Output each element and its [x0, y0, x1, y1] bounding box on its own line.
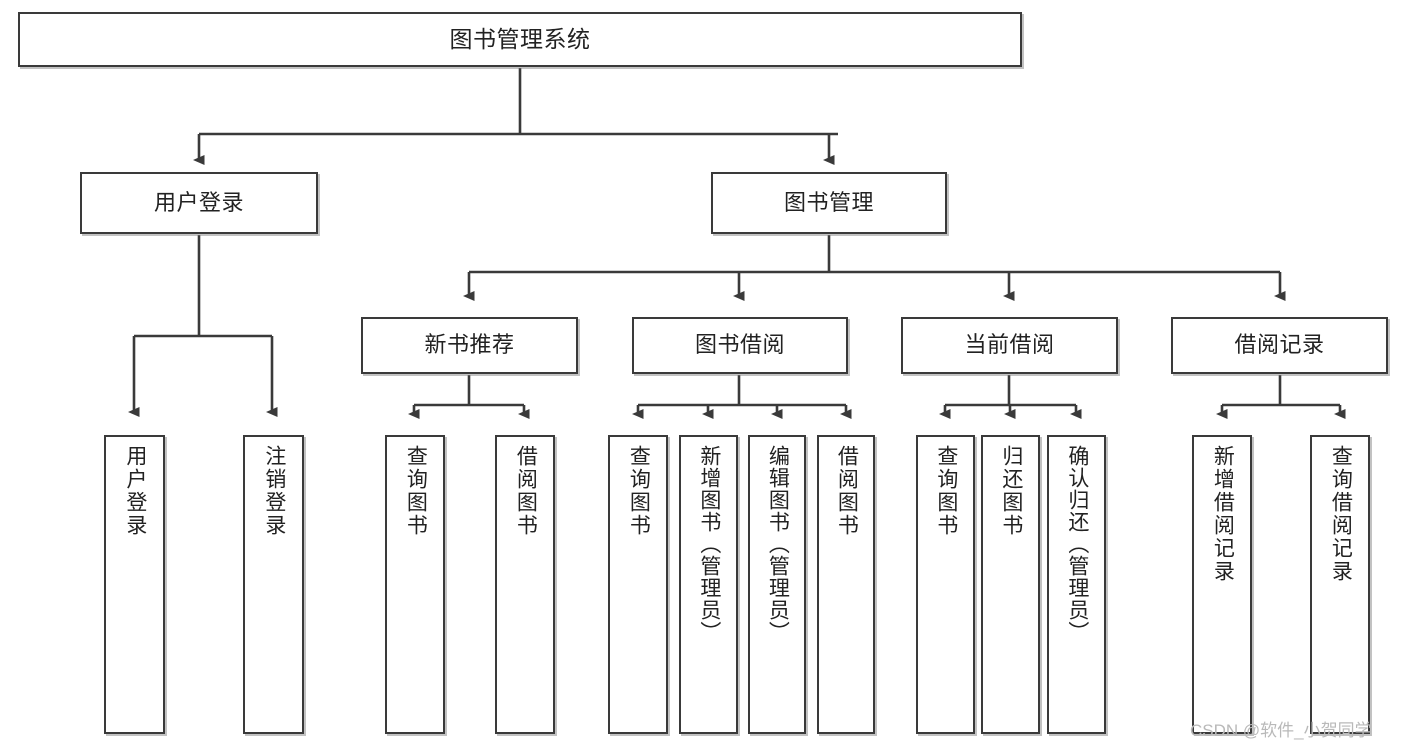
- node-user-login[interactable]: 用户登录: [80, 172, 318, 234]
- node-current-borrow[interactable]: 当前借阅: [901, 317, 1118, 374]
- node-label: 新增借阅记录: [1211, 445, 1235, 583]
- node-label: 查询图书: [627, 445, 651, 537]
- leaf-new-books-borrow[interactable]: 借阅图书: [495, 435, 555, 734]
- node-label: 用户登录: [123, 445, 147, 537]
- node-label: 图书借阅: [694, 332, 785, 358]
- node-label: 借阅图书: [835, 445, 859, 537]
- node-new-book-recommend[interactable]: 新书推荐: [361, 317, 578, 374]
- node-book-management[interactable]: 图书管理: [711, 172, 947, 234]
- leaf-book-borrow-query[interactable]: 查询图书: [608, 435, 668, 734]
- leaf-current-borrow-confirm-admin[interactable]: 确认归还（管理员）: [1047, 435, 1106, 734]
- node-label: 编辑图书（管理员）: [766, 445, 790, 643]
- node-label: 借阅图书: [514, 445, 538, 537]
- leaf-records-add[interactable]: 新增借阅记录: [1192, 435, 1252, 734]
- node-book-borrow[interactable]: 图书借阅: [632, 317, 848, 374]
- node-root-system[interactable]: 图书管理系统: [18, 12, 1022, 67]
- node-label: 图书管理系统: [449, 25, 591, 52]
- node-label: 查询图书: [934, 445, 958, 537]
- leaf-user-login-signin[interactable]: 用户登录: [104, 435, 165, 734]
- node-label: 当前借阅: [964, 332, 1055, 358]
- leaf-current-borrow-query[interactable]: 查询图书: [916, 435, 975, 734]
- csdn-watermark: CSDN @软件_小贺同学: [1190, 721, 1372, 740]
- node-label: 新书推荐: [424, 332, 515, 358]
- node-label: 注销登录: [262, 445, 286, 537]
- node-label: 确认归还（管理员）: [1065, 445, 1089, 643]
- node-label: 用户登录: [153, 189, 244, 215]
- node-label: 图书管理: [783, 189, 874, 215]
- leaf-user-login-signout[interactable]: 注销登录: [243, 435, 304, 734]
- leaf-current-borrow-return[interactable]: 归还图书: [981, 435, 1040, 734]
- node-label: 新增图书（管理员）: [697, 445, 721, 643]
- node-label: 借阅记录: [1234, 332, 1325, 358]
- node-label: 查询借阅记录: [1329, 445, 1353, 583]
- node-label: 归还图书: [999, 445, 1023, 537]
- leaf-book-borrow-add-admin[interactable]: 新增图书（管理员）: [679, 435, 738, 734]
- node-borrow-records[interactable]: 借阅记录: [1171, 317, 1388, 374]
- leaf-book-borrow-borrow[interactable]: 借阅图书: [817, 435, 875, 734]
- leaf-records-query[interactable]: 查询借阅记录: [1310, 435, 1370, 734]
- node-label: 查询图书: [404, 445, 428, 537]
- leaf-book-borrow-edit-admin[interactable]: 编辑图书（管理员）: [748, 435, 806, 734]
- leaf-new-books-query[interactable]: 查询图书: [385, 435, 445, 734]
